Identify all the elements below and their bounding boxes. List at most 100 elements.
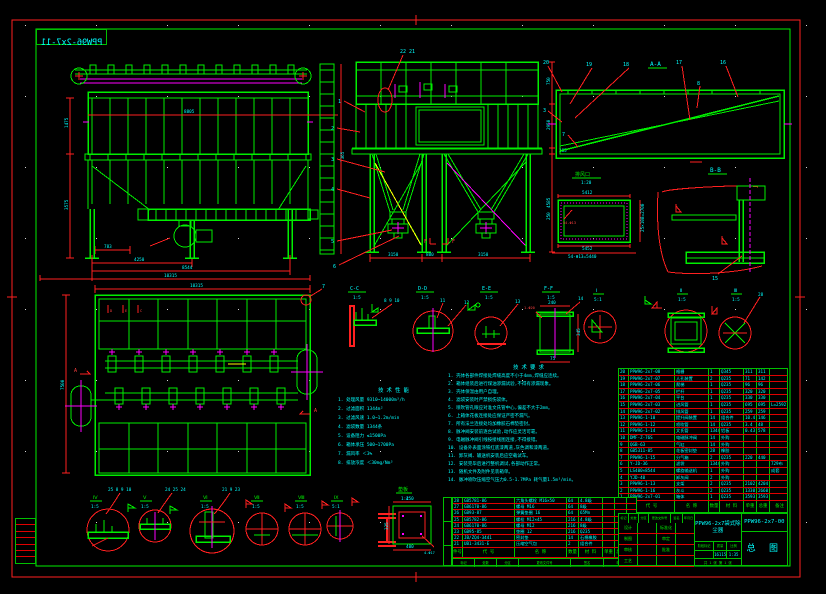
technical-note-item: 8. 脉冲阀安装前逐台试验,动作应灵活可靠。 (448, 430, 540, 435)
dim-800: 800 (426, 252, 434, 258)
tech-performance-item: 5. 设备阻力 ≤1500Pa (338, 434, 386, 439)
detail-views-row2[interactable]: 25 8 9 10 24 25 24 21 9 23 Ⅳ 1:5 Ⅴ 1:5 Ⅵ… (86, 487, 396, 554)
scale-value: 1:35 (727, 550, 741, 557)
technical-note-item: 4. 滤袋安装时严禁损伤袋体。 (448, 398, 511, 403)
technical-note-item: 9. 电磁脉冲阀引线按接线图连接,不得接错。 (448, 438, 540, 443)
base-plate-detail[interactable]: 垫板 1:2 450 325 400 4-Φ17 (384, 486, 435, 555)
leader-28: 28 (758, 292, 764, 298)
technical-notes-list: 1. 壳体各部件焊接处焊缝高度不小于4mm,焊缝应连续。2. 箱体组装后进行煤油… (448, 373, 612, 485)
leader-19: 19 (586, 62, 592, 68)
technical-note-item: 1. 壳体各部件焊接处焊缝高度不小于4mm,焊缝应连续。 (448, 374, 562, 379)
detail-ee-label: E-E (482, 286, 491, 292)
tech-performance-item: 6. 箱体承压 500~1700Pa (338, 443, 394, 448)
section-bb-label: B-B (710, 167, 721, 174)
detail-dd-label: D-D (418, 286, 427, 292)
dim-400: 400 (406, 544, 414, 550)
signature-row[interactable]: 审核批准 (619, 545, 695, 556)
side-elevation-view[interactable]: 1 2 3 4 5 6 22 21 750 2950 385 4585 3150… (331, 49, 567, 270)
dim-240: 240 (548, 300, 556, 306)
dim-4250: 4250 (134, 257, 145, 263)
technical-note-item: 7. 所有法兰连接处均加橡胶石棉垫密封。 (448, 422, 533, 427)
section-aa-view[interactable]: A-A 20 19 18 17 16 3 7 8 (543, 60, 792, 163)
outlet-flange-detail[interactable]: 排风口 1:20 5412 5452 54-Φ13=5440 250 25×10… (546, 171, 646, 260)
detail-cc-scale: 1:5 (353, 295, 361, 301)
plate-title: 垫板 (398, 486, 408, 493)
leader-15: 15 (712, 276, 718, 282)
signature-row[interactable]: 设计标准化 (619, 523, 695, 534)
front-elevation-view[interactable]: 8805 783 4250 8544 10315 1475 3575 7365 (39, 63, 346, 281)
leader-7: 7 (322, 284, 325, 290)
dim-3575: 3575 (64, 199, 70, 210)
dim-3150-left: 3150 (388, 252, 399, 258)
dim-385: 385 (559, 148, 567, 154)
dim-54n: 54-Φ13=5440 (568, 254, 597, 260)
leader-18: 18 (623, 62, 629, 68)
signature-row[interactable]: 工艺 (619, 556, 695, 567)
technical-notes-block: 技术要求 1. 壳体各部件焊接处焊缝高度不小于4mm,焊缝应连续。2. 箱体组装… (448, 363, 612, 485)
leader-13: 13 (515, 299, 521, 305)
dim-1475: 1475 (64, 117, 70, 128)
dim-75: 75 (550, 356, 556, 362)
dim-5452: 5452 (582, 246, 593, 252)
leader-3b: 3 (543, 108, 546, 114)
detail-v-scale: 1:5 (141, 504, 149, 510)
technical-note-item: 14. 脉冲喷吹压缩空气压力0.5-1.7MPa 耗气量1.5m³/min。 (448, 478, 577, 483)
dim-10315: 10315 (164, 273, 177, 279)
frame-label-box: PPW96-2x7-11 (36, 29, 107, 48)
technical-notes-title: 技术要求 (512, 365, 547, 371)
tech-performance-item: 7. 漏风率 ＜3% (338, 452, 373, 457)
tech-performance-item: 4. 滤袋数量 1344条 (338, 425, 383, 430)
detail-viii-scale: 1:5 (296, 504, 304, 510)
signature-row[interactable]: 制图审定 (619, 534, 695, 545)
dim-750: 750 (546, 77, 552, 85)
leader-6: 6 (333, 264, 336, 270)
plate-scale: 1:2 (401, 496, 409, 502)
detail-vii-scale: 1:5 (252, 504, 260, 510)
dim-325: 325 (384, 522, 390, 530)
detail-views-row1[interactable]: C-C 1:5 8 9 10 D-D 1:5 11 12 E-E 1:5 13 … (348, 286, 764, 363)
detail-dd-scale: 1:5 (421, 295, 429, 301)
tech-performance-item: 1. 处理风量 9310~14000m³/h (338, 398, 405, 403)
detail-ix-label: Ⅸ (334, 495, 339, 501)
plan-view[interactable]: 10315 7500 7 A A D E C (60, 283, 325, 476)
technical-note-item: 3. 壳体保温由用户自理。 (448, 390, 502, 395)
leader-25-8-9-10: 25 8 9 10 (108, 487, 132, 493)
detail-v-label: Ⅴ (143, 495, 147, 501)
detail-ee-scale: 1:5 (485, 295, 493, 301)
drawing-number: PPW96-2x7-00 (741, 514, 787, 532)
dim-4585: 4585 (546, 197, 552, 208)
leader-21-9-23: 21 9 23 (222, 487, 241, 493)
leader-24-25-24: 24 25 24 (165, 487, 186, 493)
section-bb-view[interactable]: B-B 15 (657, 167, 766, 282)
